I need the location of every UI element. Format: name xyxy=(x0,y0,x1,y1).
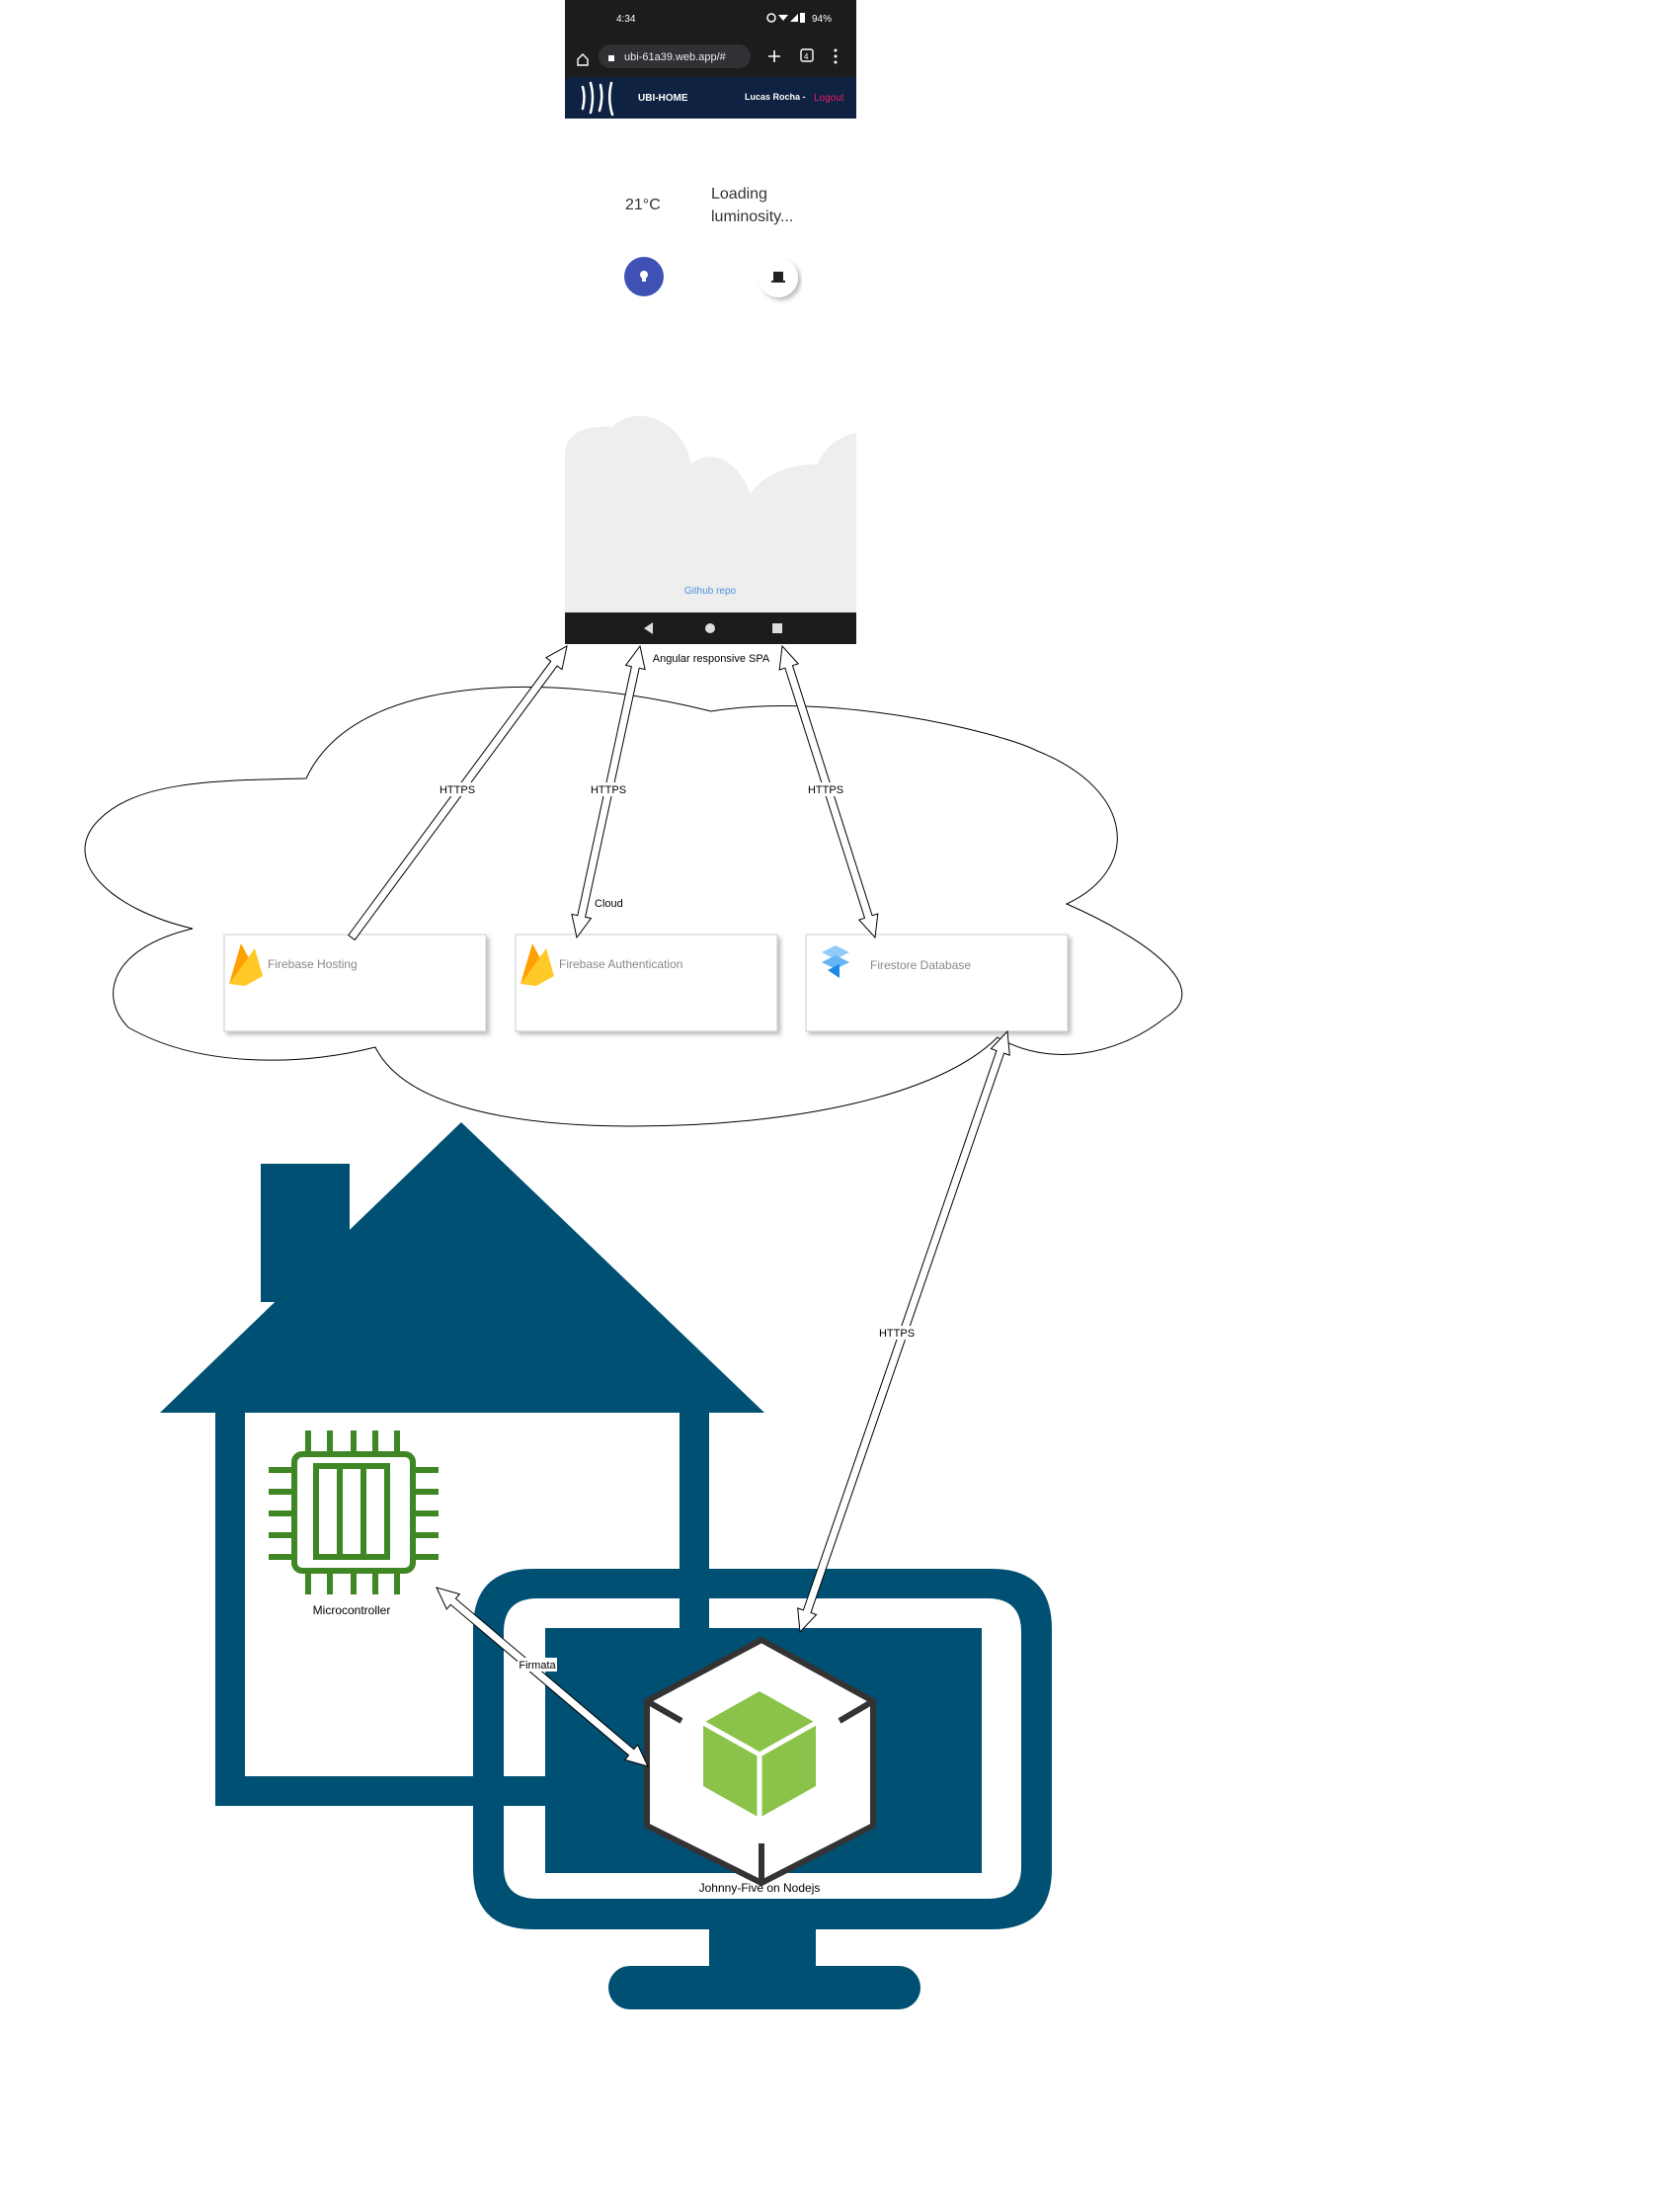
github-link[interactable]: Github repo xyxy=(684,586,737,597)
battery-icon xyxy=(800,13,805,23)
eye-icon xyxy=(766,13,776,23)
spa-label: Angular responsive SPA xyxy=(653,653,770,665)
home-icon[interactable] xyxy=(577,53,589,66)
ubi-logo xyxy=(581,81,614,117)
node-label: Johnny-Five on Nodejs xyxy=(699,1881,821,1895)
cloud-shape xyxy=(84,687,1183,1127)
phone-screenshot: 4:34 94% ubi-61a39.web.app/# 4 UBI-HOME xyxy=(565,0,856,644)
user-name: Lucas Rocha - xyxy=(745,92,806,102)
firestore-icon xyxy=(822,945,849,978)
url-field[interactable] xyxy=(599,44,751,68)
cloud-label: Cloud xyxy=(595,898,623,910)
node-cube-icon xyxy=(644,1636,876,1887)
cloud-decoration xyxy=(565,415,856,612)
brand-title[interactable]: UBI-HOME xyxy=(638,93,688,104)
status-bar xyxy=(565,0,856,40)
house-icon xyxy=(160,1122,764,1806)
https-label-auth: HTTPS xyxy=(591,784,626,796)
recents-icon[interactable] xyxy=(772,623,782,633)
blind-icon xyxy=(771,272,785,283)
new-tab-icon[interactable] xyxy=(768,50,780,62)
https-label-hosting: HTTPS xyxy=(440,784,475,796)
lightbulb-icon xyxy=(640,271,648,282)
service-label: Firebase Authentication xyxy=(559,957,682,971)
service-label: Firebase Hosting xyxy=(268,957,358,971)
tabs-button[interactable] xyxy=(800,48,814,62)
service-firebase-authentication: Firebase Authentication xyxy=(515,934,778,1032)
url-text: ubi-61a39.web.app/# xyxy=(624,51,727,63)
status-icons xyxy=(766,13,805,23)
firmata-label: Firmata xyxy=(519,1660,556,1672)
status-time: 4:34 xyxy=(616,14,636,25)
service-firebase-hosting: Firebase Hosting xyxy=(223,934,487,1032)
app-header xyxy=(565,77,856,119)
service-label: Firestore Database xyxy=(870,958,971,972)
firebase-icon xyxy=(229,943,263,986)
status-battery: 94% xyxy=(812,14,832,25)
luminosity-line-1: Loading xyxy=(711,186,767,203)
home-circle-icon[interactable] xyxy=(705,623,715,633)
https-label-firestore: HTTPS xyxy=(808,784,843,796)
back-icon[interactable] xyxy=(644,622,653,634)
wifi-icon xyxy=(778,15,788,21)
tab-count: 4 xyxy=(804,52,809,61)
logout-link[interactable]: Logout xyxy=(814,93,844,104)
arrow-node-microcontroller xyxy=(436,1587,649,1767)
lock-icon xyxy=(608,55,614,61)
signal-icon xyxy=(790,14,798,22)
service-firestore-database: Firestore Database xyxy=(805,934,1069,1032)
https-label-node: HTTPS xyxy=(879,1328,915,1340)
chip-icon xyxy=(269,1430,439,1594)
microcontroller-label: Microcontroller xyxy=(313,1603,391,1617)
more-menu-icon[interactable] xyxy=(834,48,838,64)
arrow-labels: HTTPS HTTPS HTTPS HTTPS Firmata xyxy=(439,782,916,1672)
firebase-icon xyxy=(520,943,554,986)
luminosity-line-2: luminosity... xyxy=(711,208,793,225)
temperature-value: 21°C xyxy=(625,197,661,213)
